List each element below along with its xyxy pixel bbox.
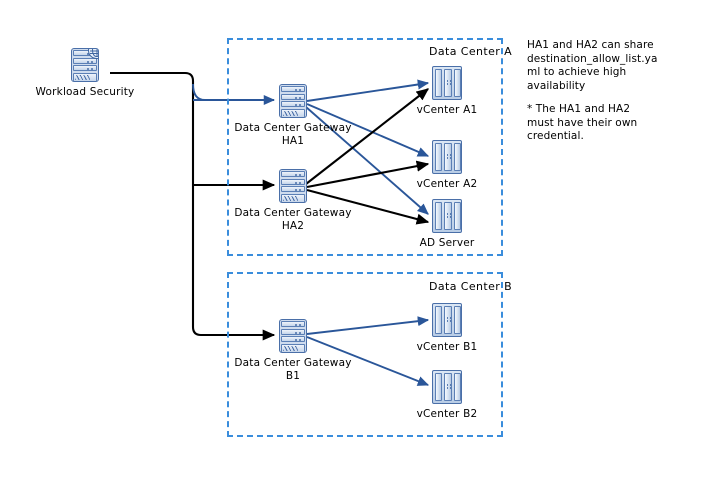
server-tray-icon [279, 84, 307, 118]
annotation-primary: HA1 and HA2 can share destination_allow_… [527, 39, 658, 92]
zone-data-center-a [227, 38, 503, 256]
zone-title-data-center-b: Data Center B [429, 280, 513, 293]
node-gateway-b1[interactable]: Data Center Gateway B1 [234, 319, 351, 382]
node-vcenter-a2[interactable]: vCenter A2 [417, 140, 477, 190]
node-vcenter-b2[interactable]: vCenter B2 [417, 370, 477, 420]
rack-server-icon [432, 199, 462, 233]
node-workload-security[interactable]: Workload Security [36, 48, 134, 98]
node-label-gateway-ha1: Data Center Gateway HA1 [234, 122, 351, 147]
node-label-ad-server: AD Server [419, 237, 475, 249]
node-label-gateway-ha2: Data Center Gateway HA2 [234, 207, 351, 232]
node-gateway-ha2[interactable]: Data Center Gateway HA2 [234, 169, 351, 232]
gateway-ha1-line2: HA1 [281, 134, 305, 147]
gateway-ha2-line2: HA2 [281, 219, 305, 232]
gateway-ha2-line1: Data Center Gateway [234, 207, 352, 219]
server-tray-icon [279, 319, 307, 353]
gateway-ha1-line1: Data Center Gateway [234, 122, 352, 134]
zone-data-center-b [227, 272, 503, 437]
node-vcenter-b1[interactable]: vCenter B1 [417, 303, 477, 353]
rack-server-icon [432, 370, 462, 404]
node-label-workload-security: Workload Security [35, 86, 135, 98]
node-gateway-ha1[interactable]: Data Center Gateway HA1 [234, 84, 351, 147]
edge-trunk-to-ha1-elbow [192, 83, 206, 101]
globe-icon [88, 49, 98, 59]
node-label-vcenter-a2: vCenter A2 [416, 178, 478, 190]
server-tray-icon [279, 169, 307, 203]
node-label-vcenter-a1: vCenter A1 [416, 104, 478, 116]
node-label-gateway-b1: Data Center Gateway B1 [234, 357, 351, 382]
rack-server-icon [432, 66, 462, 100]
node-label-vcenter-b1: vCenter B1 [416, 341, 478, 353]
annotation-secondary: * The HA1 and HA2 must have their own cr… [527, 103, 638, 142]
gateway-b1-line2: B1 [285, 369, 301, 382]
rack-server-icon [432, 140, 462, 174]
node-label-vcenter-b2: vCenter B2 [416, 408, 478, 420]
server-globe-icon [71, 48, 99, 82]
rack-server-icon [432, 303, 462, 337]
zone-title-data-center-a: Data Center A [429, 45, 513, 58]
node-ad-server[interactable]: AD Server [420, 199, 474, 249]
gateway-b1-line1: Data Center Gateway [234, 357, 352, 369]
node-vcenter-a1[interactable]: vCenter A1 [417, 66, 477, 116]
